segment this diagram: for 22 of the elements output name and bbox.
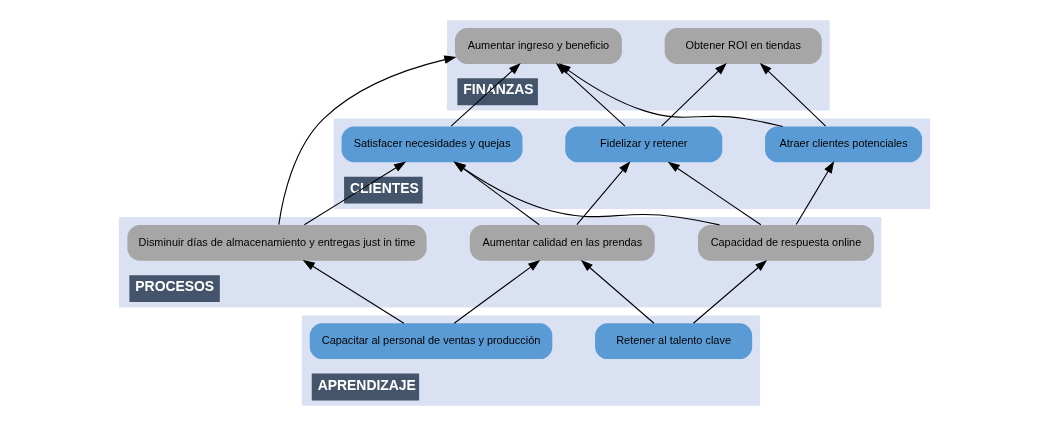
arrow bbox=[661, 62, 727, 127]
arrow bbox=[580, 259, 655, 324]
node-box: Capacidad de respuesta online bbox=[697, 224, 874, 261]
node-box: Disminuir días de almacenamiento y entregas just in time bbox=[127, 224, 427, 261]
node-box: Obtener ROI en tiendas bbox=[664, 28, 822, 64]
arrow bbox=[278, 55, 457, 226]
arrow bbox=[302, 259, 405, 324]
node-box: Satisfacer necesidades y quejas bbox=[341, 126, 523, 163]
arrow bbox=[450, 62, 521, 127]
node-box: Fidelizar y retener bbox=[565, 126, 723, 163]
arrow bbox=[692, 259, 768, 324]
node-box: Retener al talento clave bbox=[595, 323, 753, 360]
arrow bbox=[576, 161, 631, 226]
node-box: Atraer clientes potenciales bbox=[765, 126, 923, 163]
arrow bbox=[759, 62, 827, 127]
node-box: Aumentar ingreso y beneficio bbox=[454, 28, 622, 64]
arrow bbox=[453, 260, 541, 324]
arrow bbox=[795, 161, 835, 226]
node-box: Aumentar calidad en las prendas bbox=[469, 224, 655, 261]
arrow bbox=[303, 161, 407, 226]
node-box: Capacitar al personal de ventas y producción bbox=[309, 323, 553, 360]
arrow bbox=[667, 161, 762, 226]
